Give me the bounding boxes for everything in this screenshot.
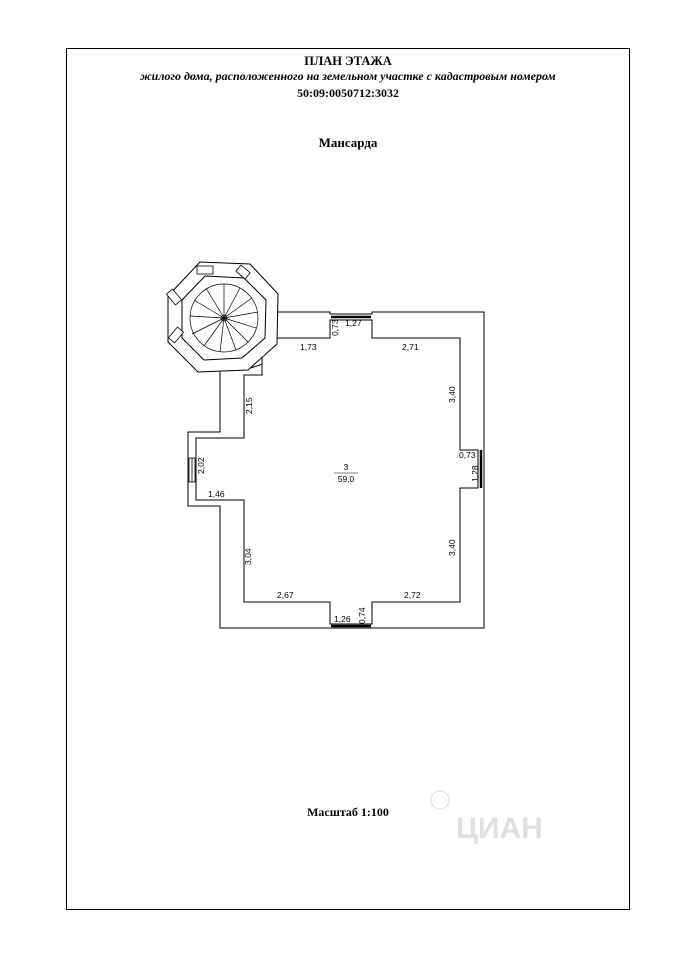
dim-bottom-door-width: 1,26 bbox=[334, 614, 351, 624]
cadastral-number: 50:09:0050712:3032 bbox=[297, 86, 399, 100]
dim-top-left: 1,73 bbox=[300, 342, 317, 352]
tower-windows bbox=[165, 264, 251, 344]
drawing-frame bbox=[66, 48, 630, 910]
room-number: 3 bbox=[344, 462, 349, 472]
window-left bbox=[188, 457, 196, 483]
dim-right-door-width: 1,28 bbox=[470, 465, 480, 482]
dim-left-lower: 3,04 bbox=[243, 548, 253, 565]
spiral-stair bbox=[189, 283, 259, 353]
dim-top-right: 2,71 bbox=[402, 342, 419, 352]
scale-label: Масштаб 1:100 bbox=[307, 805, 389, 819]
dim-top-door-depth: 0,73 bbox=[330, 319, 340, 336]
dim-corridor: 2,15 bbox=[244, 397, 254, 414]
dim-bottom-right: 2,72 bbox=[404, 590, 421, 600]
watermark-text: ЦИАН bbox=[456, 812, 543, 845]
dim-right-upper: 3,40 bbox=[447, 386, 457, 403]
dim-left-offset: 1,46 bbox=[208, 489, 225, 499]
plan-subtitle: жилого дома, расположенного на земельном… bbox=[140, 69, 556, 83]
dim-bottom-left: 2,67 bbox=[277, 590, 294, 600]
floor-name: Мансарда bbox=[318, 135, 378, 150]
dim-right-door-depth: 0,73 bbox=[459, 450, 476, 460]
plan-title: ПЛАН ЭТАЖА bbox=[304, 54, 392, 68]
dim-left-window: 2,02 bbox=[196, 457, 206, 474]
room-area: 59,0 bbox=[338, 474, 355, 484]
dim-top-door-width: 1,27 bbox=[345, 318, 362, 328]
dim-right-lower: 3,40 bbox=[447, 539, 457, 556]
inner-wall bbox=[195, 319, 479, 625]
dim-bottom-door-depth: 0,74 bbox=[357, 607, 367, 624]
watermark: ЦИАН bbox=[430, 790, 543, 845]
